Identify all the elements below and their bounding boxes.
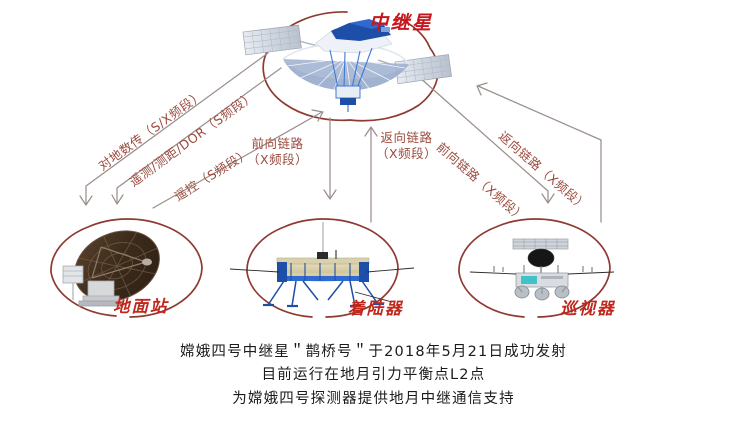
- node-ellipse-ground-station: [50, 218, 203, 318]
- arrowhead-forward-lander: [323, 189, 337, 200]
- arrowhead-return-lander: [364, 126, 378, 137]
- arrowhead-telecommand: [311, 109, 324, 122]
- node-title-rover: 巡视器: [560, 299, 616, 318]
- node-title-relay-satellite: 中继星: [369, 12, 434, 34]
- ground-station-illustration: [62, 230, 160, 307]
- node-ellipse-lander: [246, 218, 399, 318]
- caption-line-3: 为嫦娥四号探测器提供地月中继通信支持: [232, 390, 515, 407]
- arrowhead-forward-rover: [541, 193, 555, 204]
- arrowhead-tt-ranging-dor: [111, 194, 124, 205]
- caption-line-2: 目前运行在地月引力平衡点L2点: [261, 367, 486, 384]
- caption-block: 嫦娥四号中继星＂鹊桥号＂于2018年5月21日成功发射 目前运行在地月引力平衡点…: [0, 341, 747, 411]
- link-line-return-rover: [477, 85, 602, 223]
- link-line-forward-rover: [418, 76, 549, 203]
- link-line-downlink-data: [85, 52, 269, 205]
- node-ellipse-rover: [458, 218, 611, 318]
- link-line-telecommand: [152, 111, 323, 209]
- node-title-ground-station: 地面站: [113, 297, 169, 316]
- lander-illustration: [229, 222, 415, 308]
- link-line-tt-ranging-dor: [116, 67, 282, 204]
- node-title-lander: 着陆器: [348, 299, 404, 318]
- arrowhead-return-rover: [476, 82, 488, 96]
- rover-illustration: [469, 238, 615, 301]
- arrowhead-downlink-data: [79, 195, 93, 206]
- caption-line-1: 嫦娥四号中继星＂鹊桥号＂于2018年5月21日成功发射: [180, 344, 567, 360]
- link-lines: [79, 52, 602, 223]
- relay-satellite-illustration: [242, 19, 452, 112]
